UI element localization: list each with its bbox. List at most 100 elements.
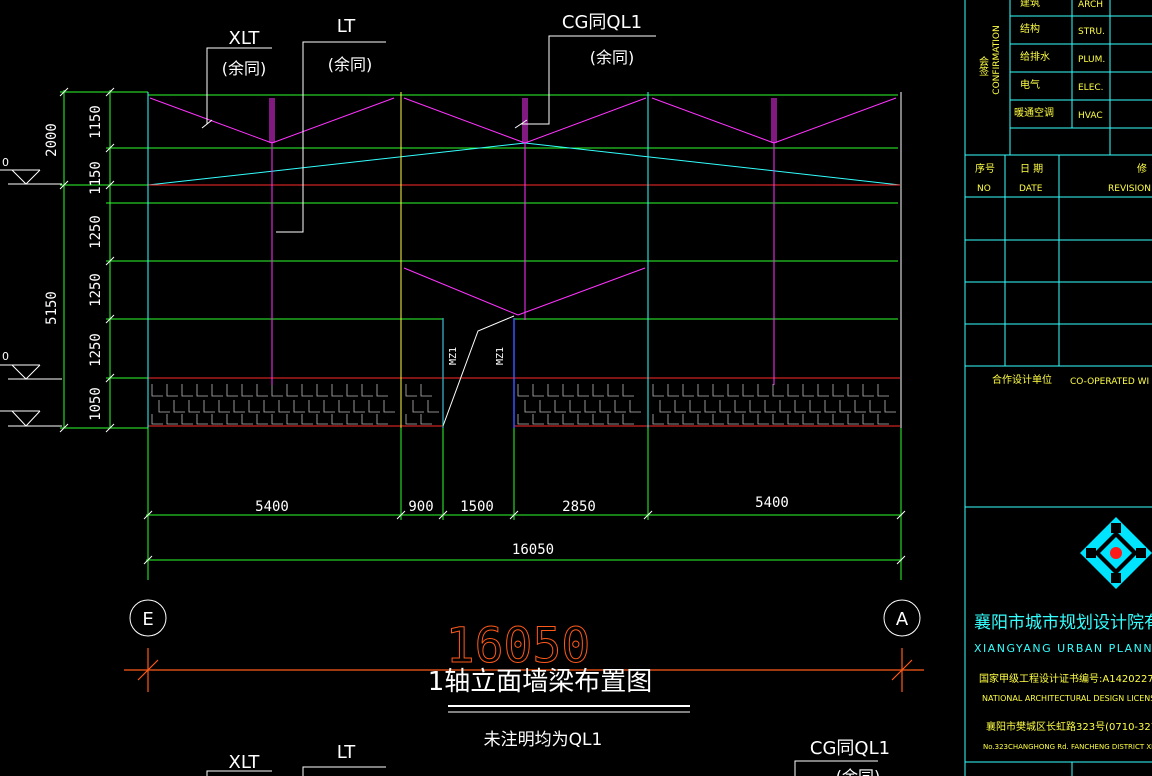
brick-mark: [667, 414, 679, 425]
brick-mark: [248, 400, 260, 413]
door-label-2: MZ1: [495, 347, 506, 365]
tb-address-en: No.323CHANGHONG Rd. FANCHENG DISTRICT XI…: [983, 743, 1152, 751]
dim-span-2: 900: [408, 499, 433, 515]
brick-mark: [376, 384, 388, 397]
brick-mark: [697, 384, 709, 397]
brick-mark: [241, 384, 253, 397]
brick-mark: [832, 414, 844, 425]
tb-company-cn: 襄阳市城市规划设计院有限公司: [974, 612, 1152, 633]
dim-inner-4: 1250: [88, 273, 104, 307]
brick-mark: [779, 400, 791, 413]
brick-mark: [554, 400, 566, 413]
drawing-title: 1轴立面墙梁布置图: [428, 667, 653, 697]
left-dim-ticks: [59, 87, 115, 433]
brick-mark: [629, 400, 641, 413]
tb-company-en: XIANGYANG URBAN PLANNIN: [974, 642, 1152, 655]
brick-mark: [562, 384, 574, 397]
brick-mark: [256, 384, 268, 397]
tb-disc-2-cn: 结构: [1020, 22, 1040, 35]
dim-outer-5150: 5150: [44, 291, 60, 325]
tb-license-cn: 国家甲级工程设计证书编号:A142022707: [979, 672, 1152, 685]
door-label-1: MZ1: [448, 347, 459, 365]
brick-mark: [427, 400, 439, 413]
brick-mark: [361, 414, 373, 425]
bottom-callout-xlt: XLT: [229, 752, 261, 773]
roof-slope-line: [147, 142, 901, 186]
brick-mark: [271, 414, 283, 425]
tb-disc-5-cn: 暖通空调: [1014, 106, 1054, 119]
callout-xlt: XLT: [229, 28, 261, 49]
brick-mark: [749, 400, 761, 413]
dim-inner-2: 1150: [88, 161, 104, 195]
brick-mark: [607, 414, 619, 425]
brick-mark: [682, 384, 694, 397]
callout-leaders: [201, 35, 656, 233]
dim-outer-2000: 2000: [44, 123, 60, 157]
brick-mark: [166, 384, 178, 397]
brick-mark: [757, 384, 769, 397]
brick-mark: [584, 400, 596, 413]
brick-mark: [824, 400, 836, 413]
brick-mark: [532, 414, 544, 425]
brick-mark: [151, 414, 163, 425]
brick-mark: [719, 400, 731, 413]
brick-mark: [592, 414, 604, 425]
dim-inner-5: 1250: [88, 333, 104, 367]
brick-mark: [607, 384, 619, 397]
tb-disc-5-en: HVAC: [1078, 111, 1103, 121]
tb-confirmation-en: CONFIRMATION: [992, 25, 1002, 94]
brick-mark: [794, 400, 806, 413]
elev-label-top: 0: [2, 156, 9, 169]
brick-mark: [158, 400, 170, 413]
dim-inner-6: 1050: [88, 387, 104, 421]
brick-mark: [286, 414, 298, 425]
brick-mark: [517, 384, 529, 397]
brick-mark: [817, 384, 829, 397]
brick-mark: [316, 414, 328, 425]
brick-mark: [263, 400, 275, 413]
brick-mark: [847, 414, 859, 425]
brick-mark: [278, 400, 290, 413]
brick-mark: [599, 400, 611, 413]
brick-mark: [293, 400, 305, 413]
brick-mark: [622, 384, 634, 397]
brick-mark: [539, 400, 551, 413]
brick-mark: [226, 384, 238, 397]
brick-mark: [151, 384, 163, 397]
brick-mark: [862, 414, 874, 425]
brick-mark: [331, 384, 343, 397]
callout-lt-sub: (余同): [328, 55, 373, 74]
brick-mark: [577, 414, 589, 425]
brick-mark: [323, 400, 335, 413]
masonry-wall: [148, 377, 900, 427]
tb-address-cn: 襄阳市樊城区长虹路323号(0710-3276279: [986, 720, 1152, 733]
tb-disc-1-en: ARCH: [1078, 0, 1103, 10]
brick-mark: [196, 414, 208, 425]
brick-mark: [742, 384, 754, 397]
bottom-dimension-lines: [146, 428, 902, 580]
tb-disc-1-cn: 建筑: [1020, 0, 1040, 9]
brick-mark: [802, 414, 814, 425]
bottom-callout-cg-sub: (余同): [836, 767, 881, 776]
brick-mark: [405, 384, 417, 397]
dim-span-4: 2850: [562, 499, 596, 515]
bottom-callout-leaders: [206, 760, 878, 776]
brick-mark: [659, 400, 671, 413]
brick-mark: [532, 384, 544, 397]
brick-mark: [772, 414, 784, 425]
brick-mark: [376, 414, 388, 425]
tb-disc-2-en: STRU.: [1078, 27, 1105, 37]
door-mz1: [442, 315, 515, 428]
brick-mark: [809, 400, 821, 413]
brick-mark: [405, 414, 417, 425]
brick-mark: [652, 384, 664, 397]
brick-mark: [862, 384, 874, 397]
bottom-callout-cg: CG同QL1: [810, 738, 890, 759]
brick-mark: [877, 414, 889, 425]
brick-mark: [173, 400, 185, 413]
dim-total: 16050: [512, 542, 554, 558]
dim-span-3: 1500: [460, 499, 494, 515]
company-logo-icon: [1080, 517, 1152, 589]
brick-mark: [854, 400, 866, 413]
